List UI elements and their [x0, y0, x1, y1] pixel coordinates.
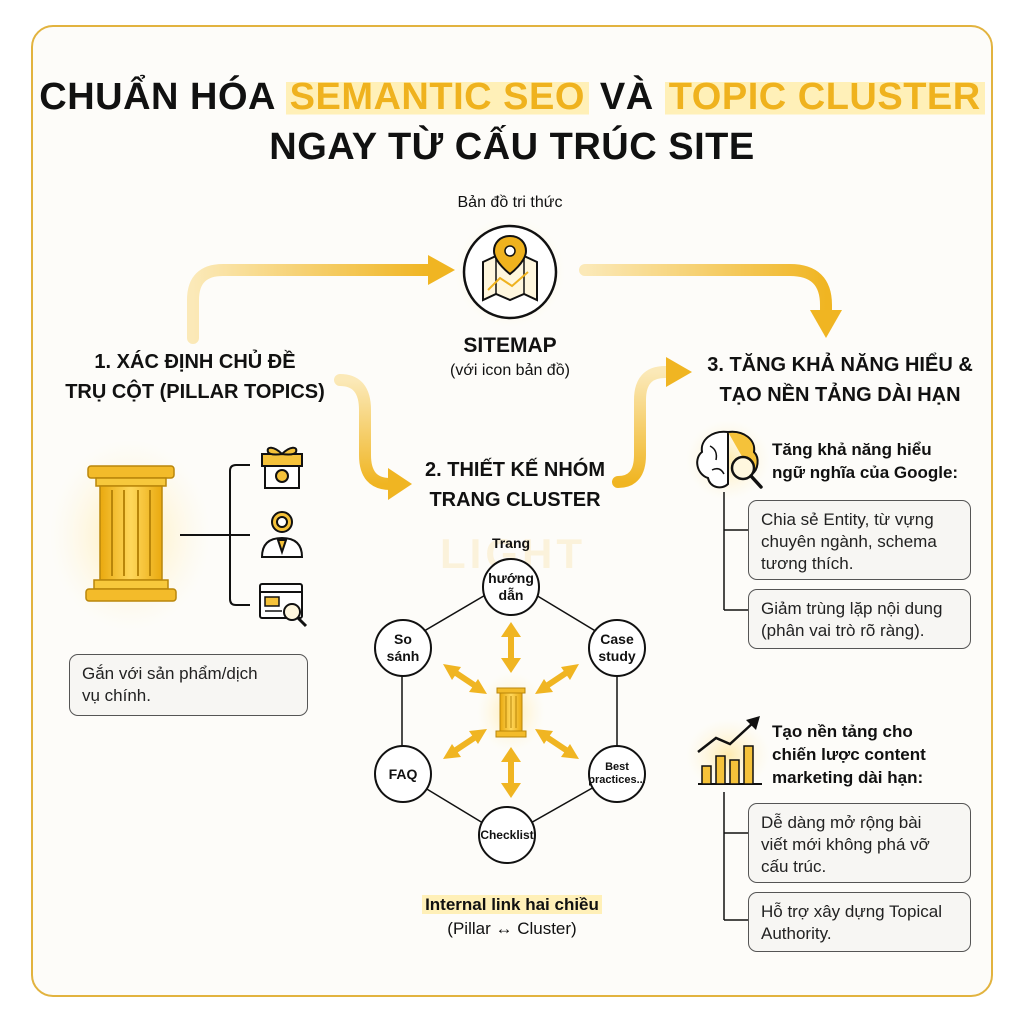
title-text: VÀ: [588, 76, 665, 118]
group2-heading-line: marketing dài hạn:: [772, 768, 924, 787]
group2-heading-line: chiến lược content: [772, 745, 926, 764]
box-line: Giảm trùng lặp nội dung: [761, 599, 943, 618]
box-line: chuyên ngành, schema: [761, 532, 937, 551]
step1-title-line: TRỤ CỘT (PILLAR TOPICS): [65, 381, 325, 403]
internal-link-sublabel: (Pillar ↔ Cluster): [447, 919, 577, 938]
internal-link-caption: Internal link hai chiều (Pillar ↔ Cluste…: [380, 893, 644, 941]
node-label: Best: [605, 761, 629, 773]
gift-box-icon: [261, 446, 303, 489]
group2-bracket: [723, 792, 748, 921]
arrow-step1-to-sitemap: [187, 255, 455, 344]
node-label: hướng: [488, 570, 534, 586]
web-page-search-icon: [259, 583, 308, 628]
step1-title: 1. XÁC ĐỊNH CHỦ ĐỀ TRỤ CỘT (PILLAR TOPIC…: [40, 347, 350, 407]
node-label: Checklist: [480, 827, 534, 842]
box-line: (phân vai trò rõ ràng).: [761, 621, 925, 640]
step1-title-line: 1. XÁC ĐỊNH CHỦ ĐỀ: [94, 351, 296, 373]
map-pin-icon: [455, 217, 565, 327]
person-badge-icon: [260, 511, 304, 558]
box-line: Chia sẻ Entity, từ vựng: [761, 510, 934, 529]
group1-box-2: Giảm trùng lặp nội dung (phân vai trò rõ…: [748, 589, 971, 649]
step1-box-line: Gắn với sản phẩm/dịch: [82, 664, 258, 683]
internal-link-label: Internal link hai chiều: [422, 895, 602, 914]
box-line: cấu trúc.: [761, 857, 827, 876]
brain-search-icon: [686, 420, 770, 500]
step1-box-line: vụ chính.: [82, 686, 151, 705]
cluster-center-pillar-icon: [477, 672, 545, 752]
step1-box: Gắn với sản phẩm/dịch vụ chính.: [69, 654, 308, 716]
group2-box-1: Dễ dàng mở rộng bài viết mới không phá v…: [748, 803, 971, 883]
title-text: CHUẨN HÓA: [39, 76, 286, 118]
group2-heading: Tạo nền tảng cho chiến lược content mark…: [772, 720, 982, 789]
arrow-step1-to-step2: [334, 374, 412, 500]
title-line-2: NGAY TỪ CẤU TRÚC SITE: [269, 126, 755, 168]
title-highlight-semantic-seo: SEMANTIC SEO: [285, 76, 589, 118]
arrow-step2-to-step3: [612, 357, 692, 488]
title-line-1: CHUẨN HÓA SEMANTIC SEO VÀ TOPIC CLUSTER: [0, 76, 1024, 119]
arrow-sitemap-to-step3: [579, 264, 842, 338]
pillar-bracket: [180, 464, 250, 606]
node-label: FAQ: [388, 765, 418, 782]
group1-box-1: Chia sẻ Entity, từ vựng chuyên ngành, sc…: [748, 500, 971, 580]
group1-heading: Tăng khả năng hiểu ngữ nghĩa của Google:: [772, 438, 982, 484]
node-label: study: [598, 648, 636, 664]
box-line: tương thích.: [761, 554, 854, 573]
box-line: Hỗ trợ xây dựng Topical: [761, 902, 942, 921]
step2-title-line: TRANG CLUSTER: [429, 489, 601, 511]
growth-chart-icon: [686, 716, 770, 791]
group1-bracket: [723, 492, 748, 611]
sitemap-label: SITEMAP: [463, 334, 557, 357]
box-line: viết mới không phá vỡ: [761, 835, 930, 854]
step3-title: 3. TĂNG KHẢ NĂNG HIỂU & TẠO NỀN TẢNG DÀI…: [690, 350, 990, 410]
pillar-icon: [50, 440, 210, 630]
box-line: Authority.: [761, 924, 832, 943]
node-label: Case: [600, 631, 634, 647]
bidirectional-arrows: [443, 622, 579, 798]
sitemap-sublabel: (với icon bản đồ): [450, 362, 570, 379]
group2-heading-line: Tạo nền tảng cho: [772, 722, 913, 741]
node-label: sánh: [386, 648, 420, 664]
step3-title-line: TẠO NỀN TẢNG DÀI HẠN: [719, 384, 961, 406]
group2-box-2: Hỗ trợ xây dựng Topical Authority.: [748, 892, 971, 952]
node-top-above-label: Trang: [491, 535, 531, 551]
step3-title-line: 3. TĂNG KHẢ NĂNG HIỂU &: [707, 354, 973, 376]
node-checklist: Checklist: [478, 806, 536, 864]
group1-heading-line: Tăng khả năng hiểu: [772, 440, 932, 459]
node-label: So: [394, 631, 412, 647]
box-line: Dễ dàng mở rộng bài: [761, 813, 922, 832]
node-label: dẫn: [498, 587, 524, 603]
node-faq: FAQ: [374, 745, 432, 803]
title-highlight-topic-cluster: TOPIC CLUSTER: [664, 76, 985, 118]
step2-title: 2. THIẾT KẾ NHÓM TRANG CLUSTER: [400, 455, 630, 515]
sitemap-caption: Bản đồ tri thức: [457, 194, 563, 211]
step2-title-line: 2. THIẾT KẾ NHÓM: [424, 459, 605, 481]
node-label: practices...: [588, 774, 646, 786]
group1-heading-line: ngữ nghĩa của Google:: [772, 463, 959, 482]
